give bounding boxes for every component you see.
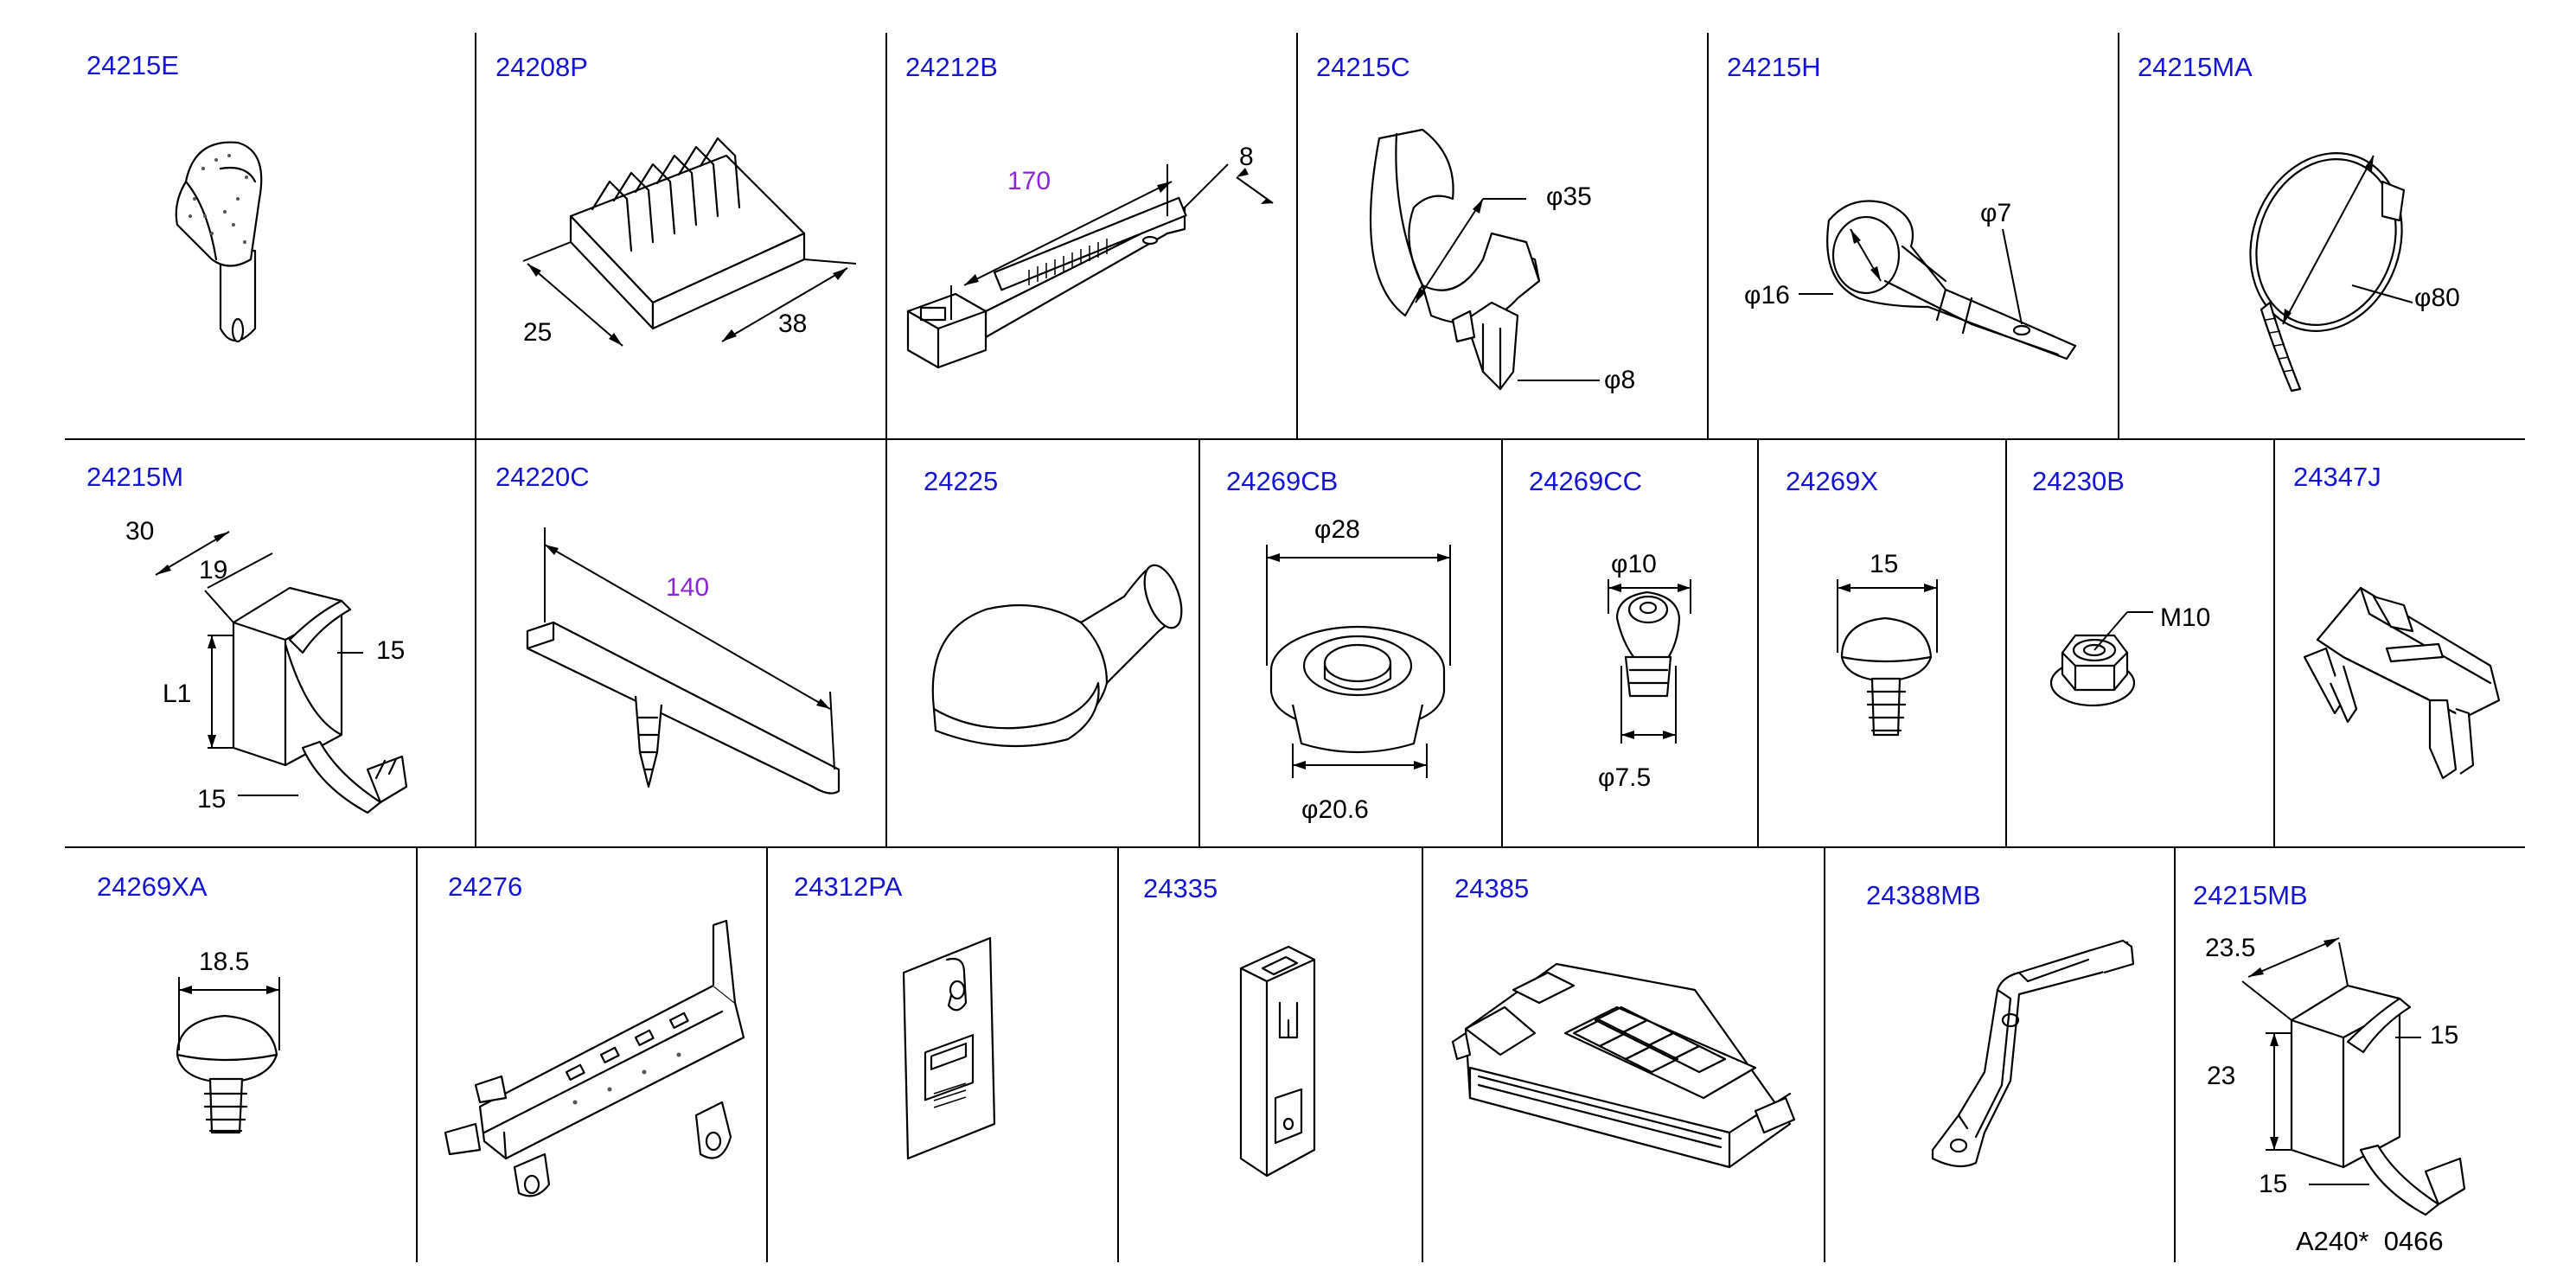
- part-number-24269XA[interactable]: 24269XA: [97, 871, 208, 902]
- part-number-24215C[interactable]: 24215C: [1316, 52, 1410, 82]
- diagram-code: A240* 0466: [2296, 1226, 2444, 1256]
- part-number-24215M[interactable]: 24215M: [86, 462, 184, 492]
- dim-24269X-15: 15: [1870, 550, 1899, 578]
- part-number-24230B[interactable]: 24230B: [2032, 466, 2125, 496]
- part-number-24208P[interactable]: 24208P: [495, 52, 588, 82]
- dim-24215MB-23: 23: [2207, 1062, 2236, 1090]
- dim-24215H-phi7: φ7: [1980, 199, 2012, 227]
- dim-24215C-phi8: φ8: [1604, 366, 1636, 394]
- dim-24215MB-15a: 15: [2430, 1021, 2459, 1050]
- part-number-24335[interactable]: 24335: [1143, 873, 1218, 903]
- clip-24215MB-drawing: [2241, 937, 2466, 1216]
- tag-24312PA-drawing: [902, 936, 996, 1160]
- part-number-24388MB[interactable]: 24388MB: [1866, 880, 1981, 910]
- part-number-24269CC[interactable]: 24269CC: [1529, 466, 1642, 496]
- dim-24215M-30: 30: [125, 517, 155, 546]
- dim-24208P-38: 38: [778, 310, 808, 338]
- dim-24212B-170: 170: [1007, 167, 1051, 195]
- band-24215MA-drawing: [2249, 152, 2413, 393]
- dim-24230B-M10: M10: [2160, 603, 2211, 632]
- tie-24220C-drawing: [526, 527, 841, 795]
- bracket-24276-drawing: [444, 919, 745, 1197]
- part-number-24347J[interactable]: 24347J: [2293, 462, 2381, 492]
- clip-24269CC-drawing: [1608, 579, 1691, 744]
- dim-24269CB-phi20.6: φ20.6: [1301, 795, 1369, 824]
- dim-24215M-19: 19: [199, 556, 228, 584]
- bracket-24388MB-drawing: [1931, 939, 2135, 1168]
- part-number-24215MA[interactable]: 24215MA: [2138, 52, 2253, 82]
- part-number-24312PA[interactable]: 24312PA: [794, 871, 903, 902]
- dim-24215H-phi16: φ16: [1744, 281, 1790, 310]
- clip-24215H-drawing: [1799, 200, 2077, 361]
- part-number-24225[interactable]: 24225: [924, 466, 999, 496]
- tie-24212B-drawing: [906, 163, 1274, 369]
- clip-24215M-drawing: [155, 531, 408, 814]
- dim-24208P-25: 25: [523, 318, 553, 347]
- clip-24269XA-drawing: [176, 977, 280, 1134]
- part-number-24276[interactable]: 24276: [448, 871, 523, 902]
- part-number-24215E[interactable]: 24215E: [86, 50, 179, 80]
- dim-24269CC-phi10: φ10: [1611, 550, 1657, 578]
- part-number-24215H[interactable]: 24215H: [1727, 52, 1821, 82]
- dim-24215M-L1: L1: [163, 680, 192, 708]
- grommet-24269CB-drawing: [1266, 545, 1451, 778]
- clip-24347J-drawing: [2303, 586, 2501, 780]
- clip-24215E-drawing: [175, 141, 263, 343]
- clip-24215C-drawing: [1369, 128, 1600, 391]
- dim-24220C-140: 140: [666, 573, 710, 602]
- dim-24215MA-phi80: φ80: [2414, 284, 2460, 312]
- part-number-24269X[interactable]: 24269X: [1786, 466, 1878, 496]
- part-number-24269CB[interactable]: 24269CB: [1226, 466, 1339, 496]
- cap-24225-drawing: [931, 564, 1183, 748]
- dim-24269CC-phi7.5: φ7.5: [1598, 763, 1652, 792]
- holder-24335-drawing: [1239, 945, 1316, 1178]
- clip-24208P-drawing: [522, 137, 857, 347]
- dim-24212B-8: 8: [1239, 143, 1254, 171]
- box-24385-drawing: [1451, 962, 1796, 1169]
- part-number-24212B[interactable]: 24212B: [905, 52, 998, 82]
- dim-24215M-15b: 15: [197, 785, 227, 814]
- clip-24269X-drawing: [1837, 579, 1938, 737]
- part-number-24220C[interactable]: 24220C: [495, 462, 590, 492]
- dim-24269XA-18.5: 18.5: [199, 948, 250, 976]
- nut-24230B-drawing: [2049, 611, 2153, 707]
- dim-24215C-phi35: φ35: [1546, 182, 1592, 211]
- dim-24215MB-23.5: 23.5: [2205, 934, 2256, 962]
- dim-24215M-15a: 15: [376, 636, 406, 665]
- part-number-24215MB[interactable]: 24215MB: [2193, 880, 2308, 910]
- dim-24269CB-phi28: φ28: [1314, 515, 1360, 544]
- part-number-24385[interactable]: 24385: [1454, 873, 1530, 903]
- dim-24215MB-15b: 15: [2259, 1170, 2288, 1198]
